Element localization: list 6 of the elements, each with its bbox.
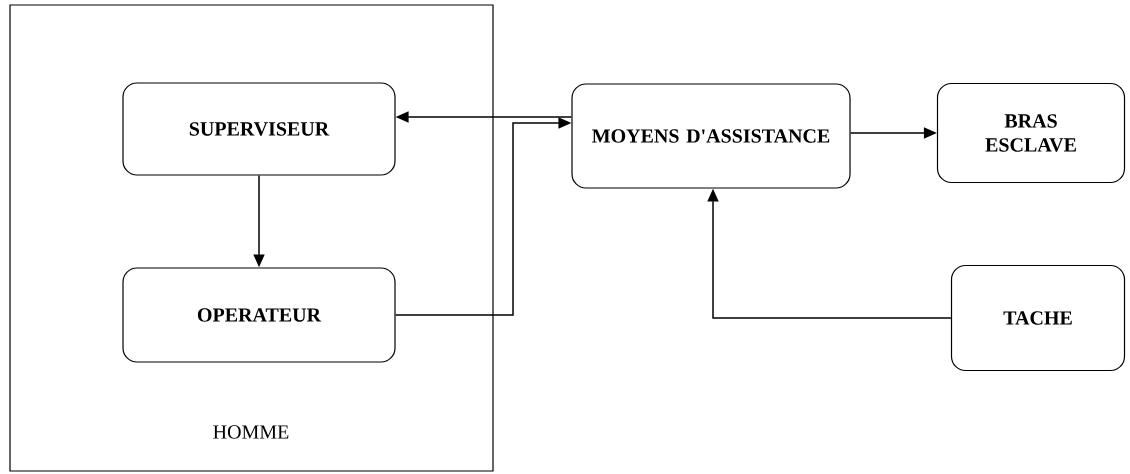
process-box: OPERATEUR — [122, 267, 396, 363]
process-box: SUPERVISEUR — [122, 82, 396, 176]
process-box: TACHE — [950, 264, 1126, 372]
process-box: BRAS ESCLAVE — [936, 82, 1126, 184]
process-box: MOYENS D'ASSISTANCE — [571, 83, 851, 189]
group-label: HOMME — [213, 425, 289, 439]
